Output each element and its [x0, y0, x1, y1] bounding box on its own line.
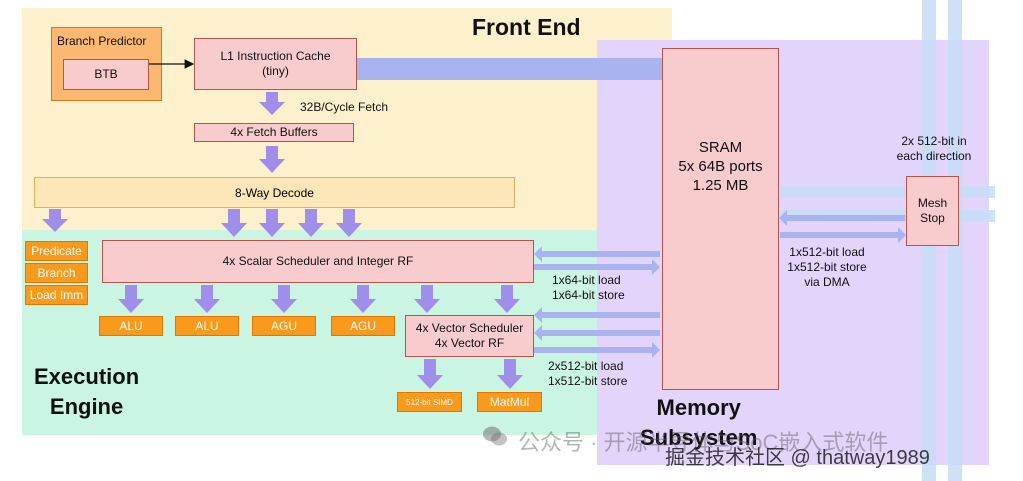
scalar-store-label: 1x64-bit store — [552, 288, 625, 302]
matmul-unit: MatMul — [477, 392, 542, 412]
fetch-buffers-box: 4x Fetch Buffers — [194, 123, 354, 142]
mesh-horizontal-2 — [780, 210, 995, 222]
icache-sram-bus — [357, 58, 663, 80]
dma-line2: 1x512-bit store — [787, 260, 867, 274]
mesh-bw-line2: each direction — [896, 149, 972, 163]
sram-box: SRAM 5x 64B ports 1.25 MB — [662, 48, 779, 390]
mesh-stop-line2: Stop — [920, 211, 945, 225]
decode-box: 8-Way Decode — [34, 177, 515, 208]
fetch-bandwidth-label: 32B/Cycle Fetch — [300, 100, 389, 114]
scalar-load-label: 1x64-bit load — [552, 273, 621, 287]
l1-icache-sublabel: (tiny) — [262, 64, 289, 78]
mesh-bw-line1: 2x 512-bit in — [901, 134, 967, 148]
memory-subsystem-title: Memory Subsystem — [640, 393, 757, 453]
execution-engine-title: Execution Engine — [34, 362, 139, 422]
memory-title-line1: Memory — [656, 395, 741, 420]
execution-title-line2: Engine — [49, 394, 124, 419]
branch-predictor-label: Branch Predictor — [57, 34, 147, 48]
dma-label: 1x512-bit load 1x512-bit store via DMA — [782, 245, 872, 290]
scalar-scheduler-box: 4x Scalar Scheduler and Integer RF — [102, 240, 534, 283]
watermark-line1: 公众号 · 开源半导体与SoC嵌入式软件 — [518, 430, 889, 455]
memory-title-line2: Subsystem — [640, 425, 758, 450]
agu-unit-2: AGU — [331, 316, 395, 336]
mesh-horizontal-1 — [780, 186, 995, 198]
vector-store-label: 1x512-bit store — [548, 374, 628, 388]
btb-box: BTB — [63, 59, 149, 90]
sram-ports-label: 5x 64B ports — [678, 158, 763, 175]
mesh-stop-box: Mesh Stop — [906, 176, 959, 246]
wechat-icon — [482, 425, 508, 447]
alu-unit-2: ALU — [175, 316, 239, 336]
predicate-unit: Predicate — [25, 241, 88, 261]
alu-unit-1: ALU — [99, 316, 163, 336]
branch-predictor-box: Branch Predictor BTB — [51, 27, 162, 101]
load-imm-unit: Load Imm — [25, 285, 88, 305]
dma-line1: 1x512-bit load — [789, 245, 865, 259]
vector-load-store-label: 2x512-bit load 1x512-bit store — [548, 359, 627, 389]
mesh-stop-line1: Mesh — [917, 196, 948, 210]
vector-rf-label: 4x Vector RF — [434, 336, 505, 350]
vector-scheduler-label: 4x Vector Scheduler — [415, 321, 524, 335]
watermark-line2: 掘金技术社区 @ thatway1989 — [665, 447, 930, 469]
branch-unit: Branch — [25, 263, 88, 283]
vector-load-label: 2x512-bit load — [548, 359, 624, 373]
vector-scheduler-box: 4x Vector Scheduler 4x Vector RF — [405, 315, 534, 357]
agu-unit-1: AGU — [252, 316, 316, 336]
l1-instruction-cache-box: L1 Instruction Cache (tiny) — [194, 38, 357, 90]
mesh-bandwidth-label: 2x 512-bit in each direction — [886, 134, 982, 164]
sram-size-label: 1.25 MB — [692, 177, 749, 194]
dma-line3: via DMA — [804, 275, 850, 289]
l1-icache-label: L1 Instruction Cache — [220, 49, 331, 63]
simd-unit: 512-bit SIMD — [397, 392, 462, 412]
front-end-title: Front End — [472, 14, 581, 40]
scalar-load-store-label: 1x64-bit load 1x64-bit store — [552, 273, 625, 303]
sram-label: SRAM — [698, 139, 743, 156]
execution-title-line1: Execution — [34, 364, 140, 389]
